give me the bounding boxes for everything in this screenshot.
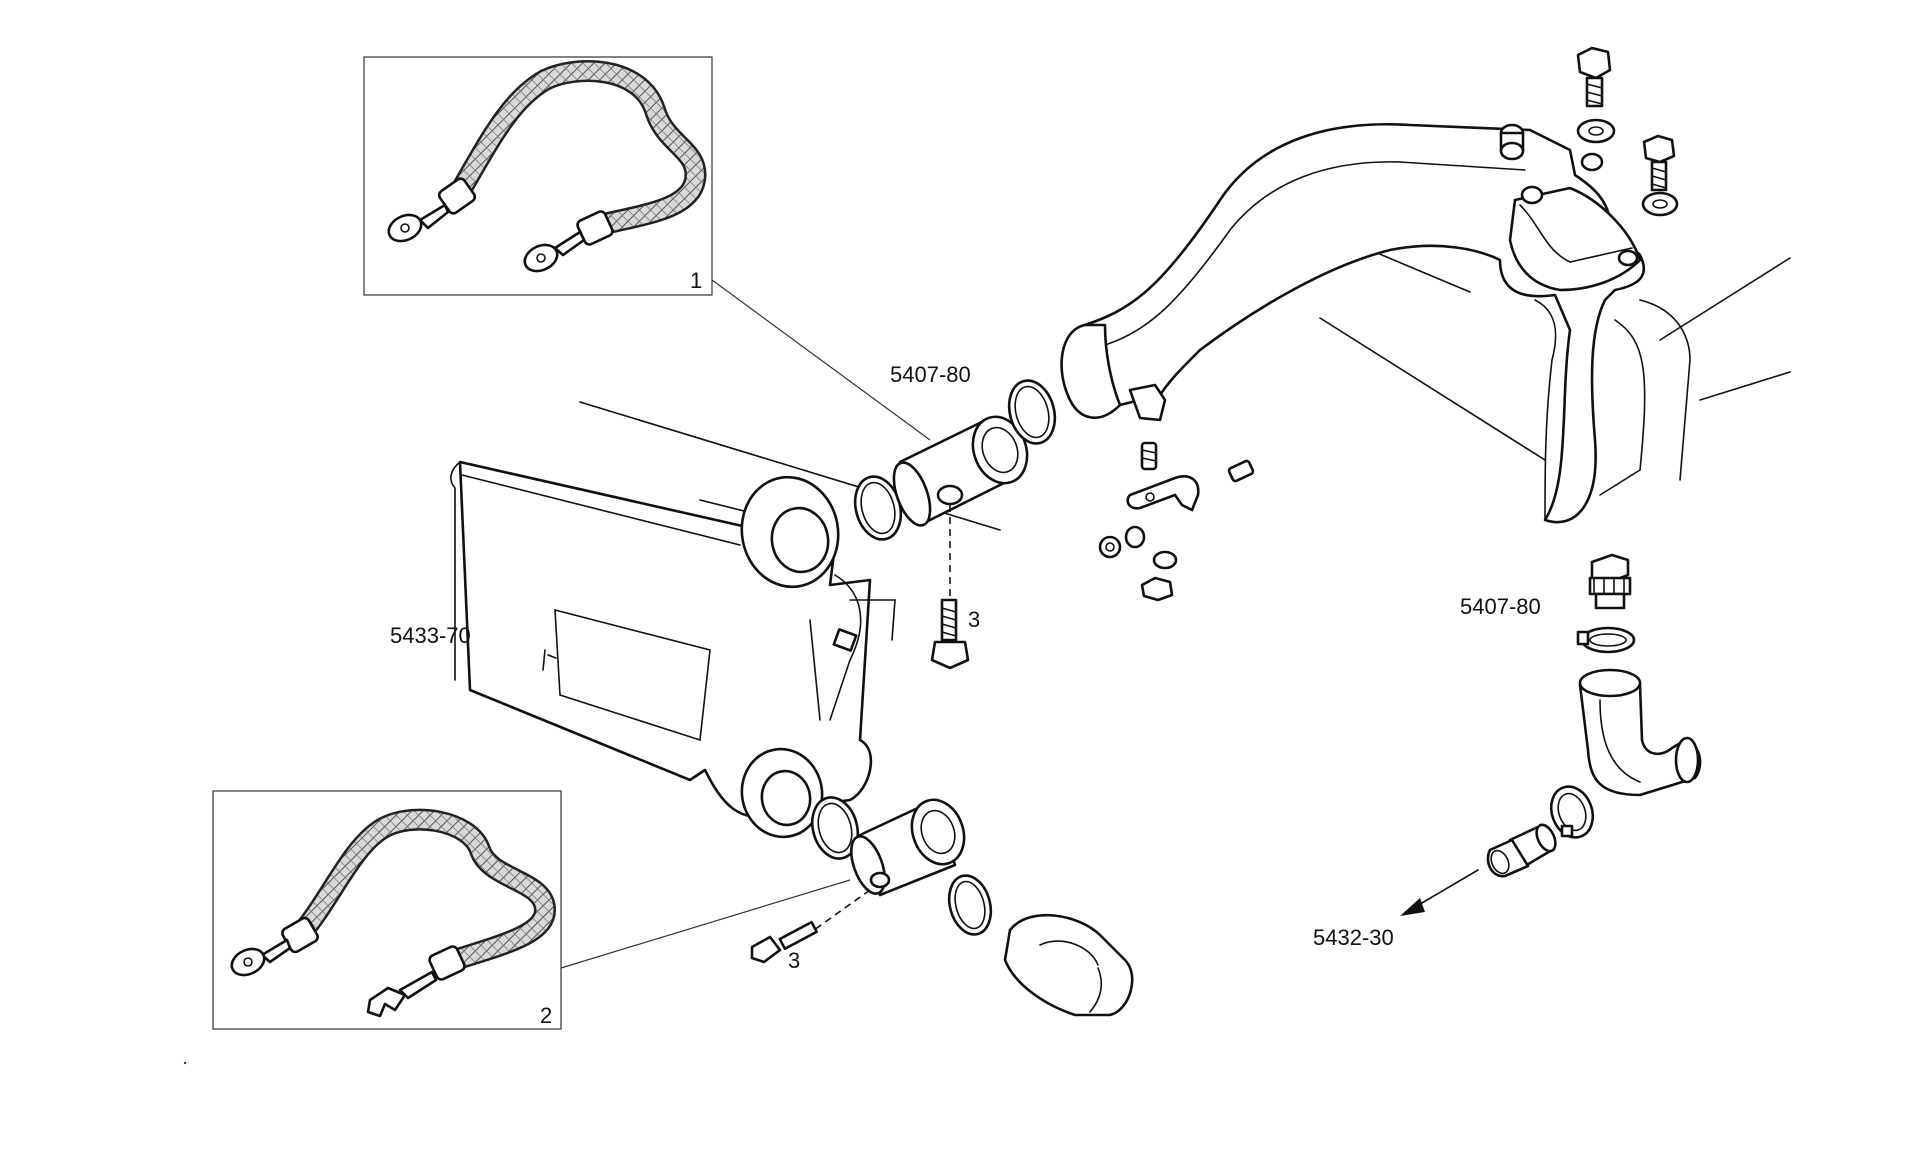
exhaust-pipe [1060, 123, 1646, 524]
o-ring-upper-right [1007, 379, 1057, 445]
washer-1 [1576, 118, 1616, 144]
flange-bolts [1576, 46, 1679, 217]
inset-1-number: 1 [690, 268, 702, 293]
stray-dot [183, 1061, 187, 1065]
arrow-part-number: 5432-30 [1313, 925, 1394, 950]
inset-box-2: 2 [212, 790, 562, 1030]
inset-box-1: 1 [363, 56, 713, 296]
o-ring-lower-right [947, 874, 993, 936]
callout-3-upper: 3 [968, 607, 980, 632]
hose-clamp-lower [1549, 785, 1595, 839]
end-cap [1003, 913, 1134, 1017]
lower-fitting-assembly: 3 [750, 796, 1134, 1017]
engine-block-outline [1319, 249, 1791, 496]
small-hardware [1098, 441, 1255, 602]
bolt-lower [750, 920, 819, 964]
elbow-assembly: 5407-80 5432-30 [1313, 553, 1702, 950]
drain-fitting [1486, 823, 1557, 878]
callout-3-lower: 3 [788, 948, 800, 973]
washer-2 [1641, 191, 1679, 217]
banjo-fitting [1588, 553, 1632, 610]
upper-fitting-assembly: 5407-80 3 [853, 362, 1057, 670]
pipe-studs [1499, 123, 1604, 172]
tank-part-number: 5433-70 [390, 623, 471, 648]
tank-body: 5433-70 [390, 401, 1001, 839]
bolt-upper [930, 598, 970, 670]
upper-fitting-part-number: 5407-80 [890, 362, 971, 387]
direction-arrowhead [1400, 898, 1425, 916]
rubber-elbow [1578, 668, 1702, 797]
elbow-part-number: 5407-80 [1460, 594, 1541, 619]
leader-line-1 [711, 279, 931, 441]
inset-2-number: 2 [540, 1003, 552, 1028]
leader-line-2 [560, 879, 851, 969]
hose-clamp-upper [1576, 626, 1636, 654]
